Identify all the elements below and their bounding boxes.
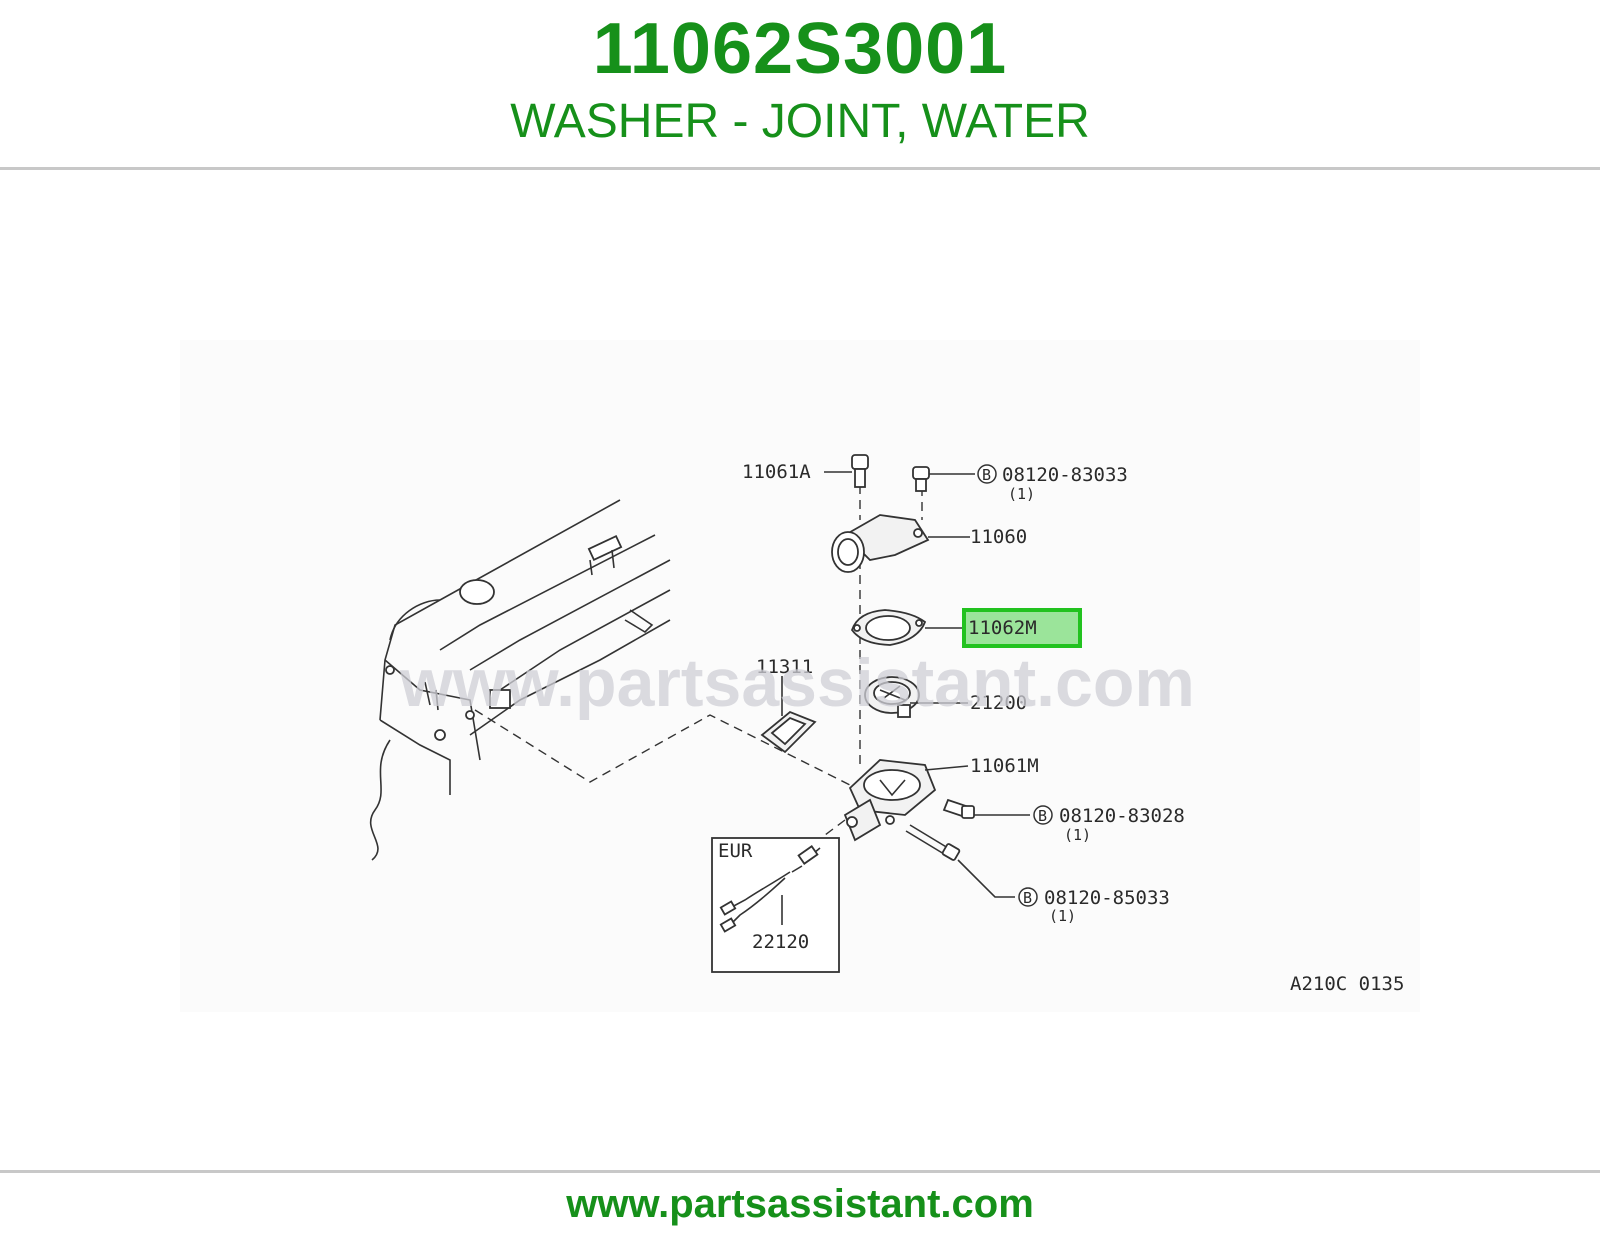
header: 11062S3001 WASHER - JOINT, WATER [0,0,1600,168]
bolt-11061a [851,454,869,488]
header-divider [0,167,1600,170]
watermark: www.partsassistant.com [399,645,1195,721]
bolt-08120-83033 [912,466,930,492]
callout-11061a: 11061A [742,461,811,483]
callout-eur: EUR [718,840,753,862]
gasket-11311 [760,710,817,754]
badge-letter: B [1038,807,1047,825]
callout-08120-85033-qty: (1) [1049,907,1076,925]
eur-detail-box [711,837,840,973]
callout-22120: 22120 [752,931,809,953]
thermostat-21200 [864,676,920,718]
bolt-08120-85033 [905,824,961,861]
part-number: 11062S3001 [592,9,1008,89]
highlight-box [962,608,1082,648]
water-outlet-11060 [831,514,930,573]
bolt-badge-icon [1033,805,1053,825]
callout-21200: 21200 [970,692,1027,714]
footer-divider [0,1170,1600,1173]
callout-08120-85033: 08120-85033 [1044,887,1170,909]
gasket-11062m [851,609,927,646]
callout-08120-83028-qty: (1) [1064,826,1091,844]
part-description: WASHER - JOINT, WATER [510,95,1090,148]
callout-11060: 11060 [970,526,1027,548]
leader-lines [781,471,1030,898]
callout-labels: 11061A B 08120-83033 (1) 11060 11062M 11… [718,461,1404,995]
figure-code: A210C 0135 [1290,973,1404,995]
callout-08120-83028: 08120-83028 [1059,805,1185,827]
callout-11311: 11311 [756,656,813,678]
bolt-badge-icon [1018,887,1038,907]
housing-11061m [843,759,937,842]
callout-08120-83033-qty: (1) [1008,485,1035,503]
badge-letter: B [1023,889,1032,907]
engine-head-drawing [369,499,671,861]
callout-08120-83033: 08120-83033 [1002,464,1128,486]
bolt-badge-icon [977,464,997,484]
badge-letter: B [982,466,991,484]
callout-11062m: 11062M [968,617,1037,639]
callout-11061m: 11061M [970,755,1039,777]
bolt-08120-83028 [942,798,975,819]
footer-url[interactable]: www.partsassistant.com [566,1182,1034,1226]
